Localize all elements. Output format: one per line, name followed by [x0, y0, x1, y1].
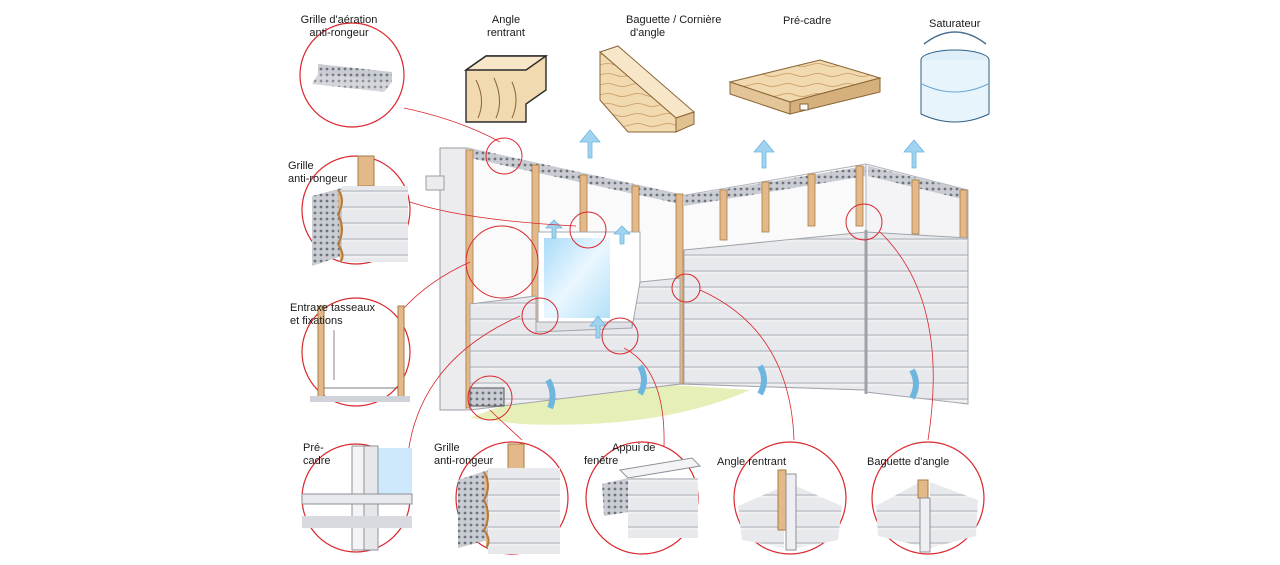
gable-post-cap: [425, 175, 445, 191]
angle-rentrant-illustration: [463, 55, 549, 123]
window-glass: [544, 238, 610, 318]
baguette-illustration: [599, 45, 695, 133]
label-angle-rentrant-top-line2: rentrant: [487, 27, 525, 39]
saturateur-can-illustration: [920, 31, 990, 123]
label-baguette-corniere: Baguette / Cornière d'angle: [626, 14, 721, 40]
label-baguette-angle-bottom: Baguette d'angle: [867, 456, 950, 468]
label-grille-left-line2: anti-rongeur: [288, 173, 348, 185]
label-pre-cadre-bottom-line2: cadre: [303, 455, 331, 467]
connector-lines: [403, 107, 934, 455]
detail-baguette-angle-bottom: [871, 441, 985, 555]
label-grille-bottom: Grille anti-rongeur: [434, 442, 493, 468]
bottom-grille: [469, 387, 505, 407]
pre-cadre-illustration: [728, 59, 882, 115]
label-angle-rentrant-top-line1: Angle: [491, 14, 521, 26]
label-grille-aeration-line2: anti-rongeur: [309, 27, 369, 39]
label-appui-fenetre: Appui de fenêtre: [584, 442, 655, 468]
label-grille-aeration: Grille d'aération anti-rongeur: [282, 14, 396, 40]
detail-grille-left: [301, 155, 411, 266]
label-angle-rentrant-bottom: Angle rentrant: [717, 456, 787, 468]
label-entraxe: Entraxe tasseaux et fixations: [290, 302, 375, 328]
label-grille-bottom-line2: anti-rongeur: [434, 455, 494, 467]
airflow-arrows: [545, 129, 925, 410]
detail-grille-aeration: [299, 22, 405, 128]
label-pre-cadre-top: Pré-cadre: [783, 15, 832, 27]
label-grille-left-line1: Grille: [288, 160, 314, 172]
label-grille-left: Grille anti-rongeur: [288, 160, 347, 186]
label-pre-cadre-bottom-line1: Pré-: [303, 442, 324, 454]
label-entraxe-line1: Entraxe tasseaux: [290, 302, 375, 314]
detail-entraxe: [301, 297, 411, 407]
detail-angle-rentrant-bottom: [733, 441, 847, 555]
label-baguette-corniere-line2: d'angle: [630, 27, 666, 39]
detail-grille-bottom: [455, 441, 569, 555]
detail-pre-cadre-bottom: [301, 443, 413, 553]
detail-markers: [465, 137, 883, 421]
mesh-strip-left: [470, 148, 680, 204]
detail-appui-fenetre: [585, 441, 702, 555]
label-pre-cadre-bottom: Pré- cadre: [303, 442, 331, 468]
mesh-strip-mid: [684, 166, 866, 206]
label-baguette-corniere-line1: Baguette / Cornière: [626, 14, 722, 26]
siding-right-back: [683, 231, 867, 391]
label-angle-rentrant-top: Angle rentrant: [476, 14, 536, 40]
ground-patch: [470, 385, 750, 425]
label-appui-fenetre-line1: Appui de: [612, 442, 656, 454]
label-grille-bottom-line1: Grille: [434, 442, 460, 454]
label-appui-fenetre-line2: fenêtre: [584, 455, 619, 467]
label-grille-aeration-line1: Grille d'aération: [300, 14, 378, 26]
label-entraxe-line2: et fixations: [290, 315, 343, 327]
label-saturateur: Saturateur: [929, 18, 981, 30]
